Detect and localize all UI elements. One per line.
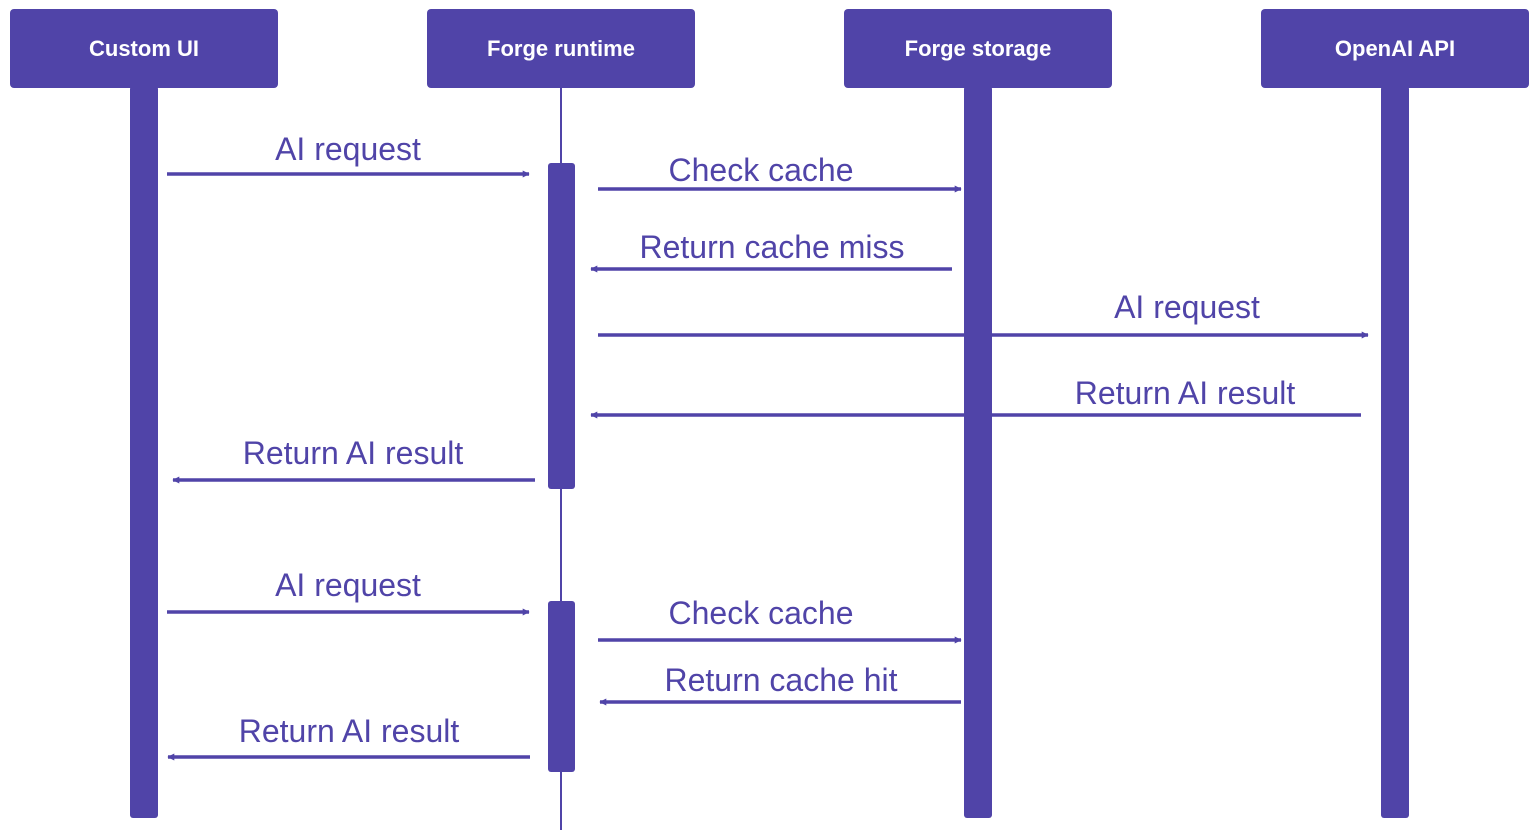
message-8: Check cache bbox=[598, 595, 962, 644]
participant-box bbox=[844, 9, 1112, 88]
message-7: AI request bbox=[167, 567, 530, 616]
participant-custom-ui: Custom UI bbox=[10, 9, 278, 88]
message-label: Check cache bbox=[669, 152, 854, 188]
message-label: Check cache bbox=[669, 595, 854, 631]
message-label: AI request bbox=[275, 567, 421, 603]
participant-forge-storage: Forge storage bbox=[844, 9, 1112, 88]
message-label: AI request bbox=[275, 131, 421, 167]
message-5: Return AI result bbox=[590, 375, 1361, 419]
message-2: Check cache bbox=[598, 152, 962, 193]
participant-label: Forge runtime bbox=[487, 36, 635, 61]
participant-box bbox=[10, 9, 278, 88]
lifeline-forge-storage bbox=[964, 86, 992, 818]
message-label: AI request bbox=[1114, 289, 1260, 325]
message-label: Return cache miss bbox=[640, 229, 905, 265]
message-label: Return cache hit bbox=[664, 662, 897, 698]
lifeline-openai-api bbox=[1381, 86, 1409, 818]
message-label: Return AI result bbox=[243, 435, 464, 471]
message-1: AI request bbox=[167, 131, 530, 178]
message-10: Return AI result bbox=[167, 713, 530, 761]
activation-bar-1 bbox=[548, 163, 575, 489]
activation-bar-2 bbox=[548, 601, 575, 772]
participant-label: OpenAI API bbox=[1335, 36, 1455, 61]
lifeline-custom-ui bbox=[130, 86, 158, 818]
message-6: Return AI result bbox=[172, 435, 535, 484]
participant-label: Forge storage bbox=[905, 36, 1052, 61]
message-3: Return cache miss bbox=[590, 229, 952, 273]
participant-box bbox=[1261, 9, 1529, 88]
participant-openai-api: OpenAI API bbox=[1261, 9, 1529, 88]
participant-forge-runtime: Forge runtime bbox=[427, 9, 695, 88]
message-label: Return AI result bbox=[1075, 375, 1296, 411]
participant-box bbox=[427, 9, 695, 88]
message-4: AI request bbox=[598, 289, 1369, 339]
participant-label: Custom UI bbox=[89, 36, 199, 61]
message-9: Return cache hit bbox=[599, 662, 961, 706]
message-label: Return AI result bbox=[239, 713, 460, 749]
